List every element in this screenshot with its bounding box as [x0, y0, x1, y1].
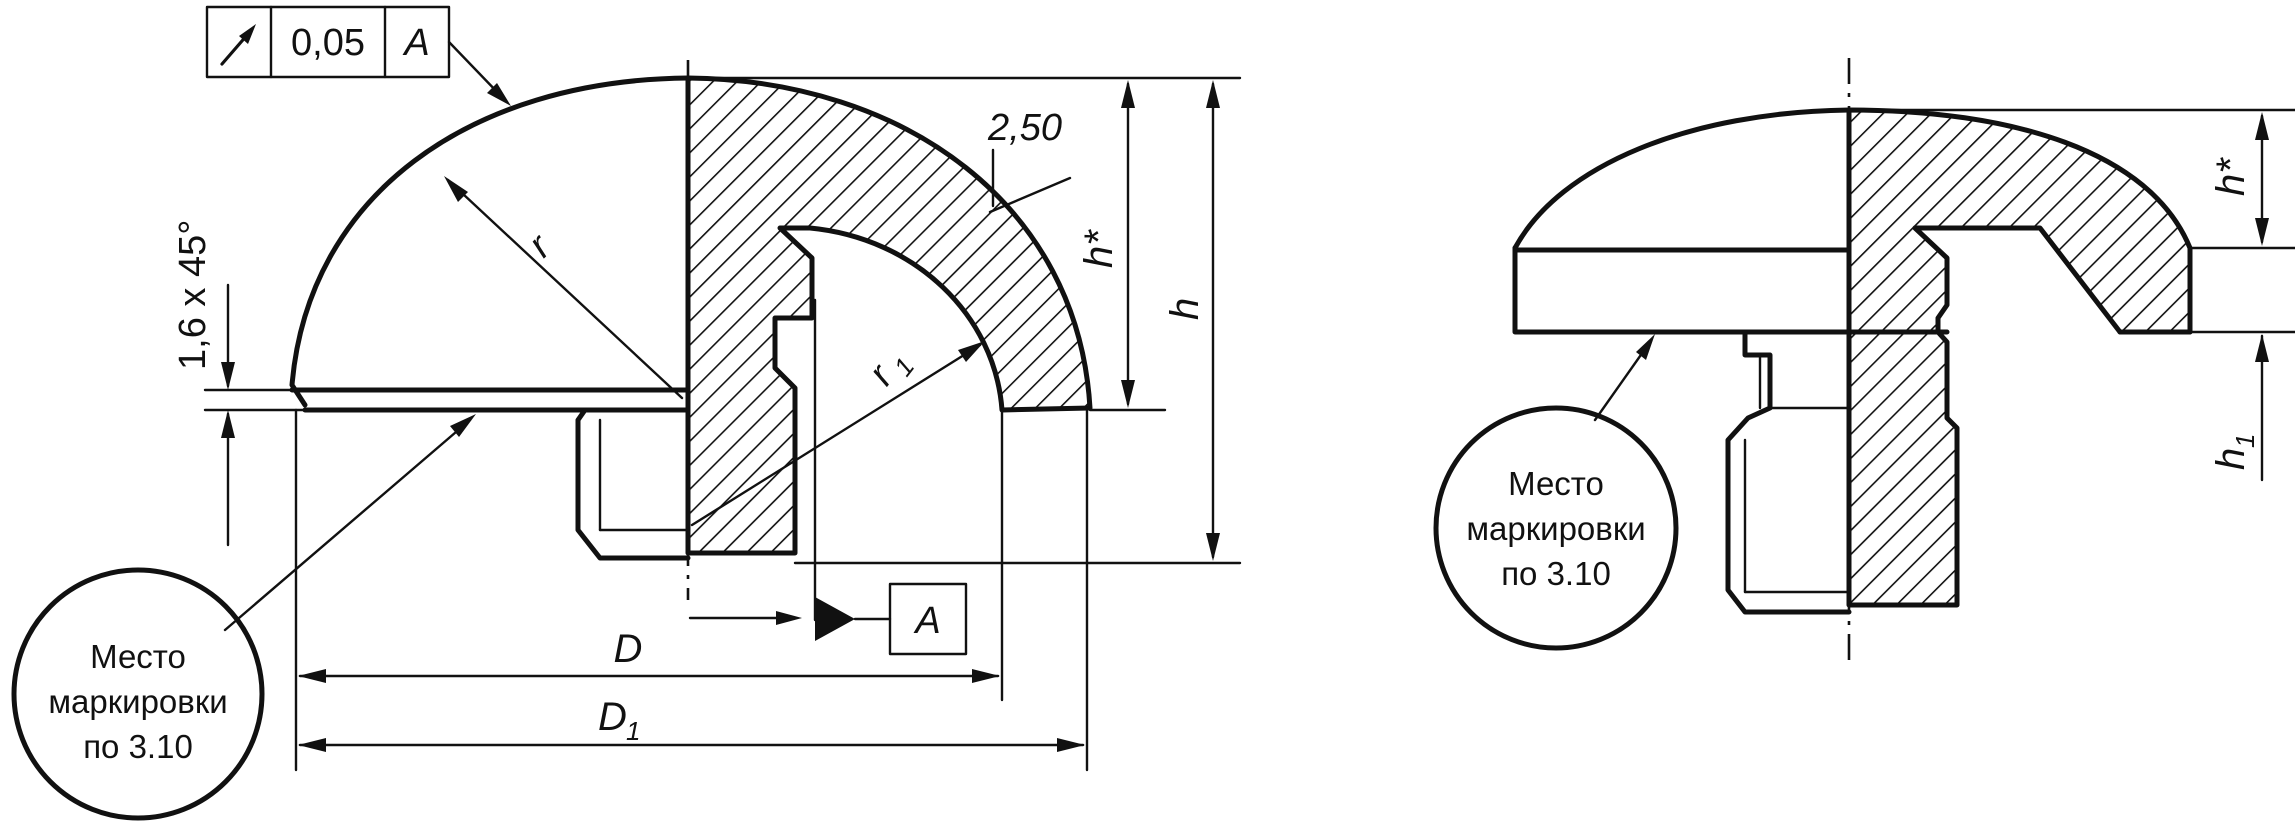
section-hatched-body-right: [1846, 107, 2193, 608]
marking-right-line2: маркировки: [1466, 510, 1645, 547]
radius-r-label: r: [520, 226, 559, 266]
svg-text:h: h: [2209, 448, 2253, 470]
tolerance-value: 0,05: [291, 22, 365, 64]
tolerance-leader: [447, 40, 502, 97]
svg-text:1: 1: [2230, 434, 2260, 448]
datum-label: A: [913, 600, 940, 642]
tolerance-datum: A: [402, 22, 429, 64]
marking-right-line1: Место: [1508, 465, 1604, 502]
dim-h-star-label: h*: [1077, 229, 1121, 268]
dim-h-star-right-label: h*: [2209, 157, 2253, 196]
marking-right-line3: по 3.10: [1501, 555, 1611, 592]
roughness-leader: [988, 176, 1072, 214]
datum-triangle: [815, 597, 855, 641]
marking-circle-left: [11, 567, 265, 821]
dim-D-label: D: [614, 627, 643, 671]
cap-outline-left: [1512, 107, 1852, 251]
marking-leader-left: [223, 418, 472, 632]
radius-r1-line: [690, 343, 982, 527]
marking-left-line1: Место: [90, 638, 186, 675]
marking-left-line2: маркировки: [48, 683, 227, 720]
section-hatched-body: [685, 75, 1093, 556]
dim-D1-label: D 1: [598, 695, 640, 746]
runout-arrow-icon: [220, 24, 256, 66]
dim-h-label: h: [1163, 298, 1207, 320]
tolerance-frame: 0,05 A: [205, 5, 451, 79]
marking-circle-right: [1433, 405, 1679, 651]
chamfer-label: 1,6 x 45°: [172, 220, 214, 370]
radius-r-line: [446, 178, 684, 400]
threaded-shank-left: [575, 407, 691, 561]
left-view: 0,05 A A 2,50 r r 1 h* h 1,6 x 45° D D 1…: [11, 5, 1242, 821]
svg-text:1: 1: [626, 716, 640, 746]
right-view: h* h 1 Место маркировки по 3.10: [1433, 58, 2295, 660]
roughness-label: 2,50: [987, 107, 1062, 149]
datum-box: [888, 582, 968, 656]
dim-h1-right-label: h 1: [2209, 434, 2260, 470]
flange-left: [1512, 245, 1852, 335]
threaded-shank-right: [1725, 329, 1852, 615]
svg-text:D: D: [598, 695, 627, 739]
dome-outline-left: [289, 75, 691, 408]
marking-left-line3: по 3.10: [83, 728, 193, 765]
